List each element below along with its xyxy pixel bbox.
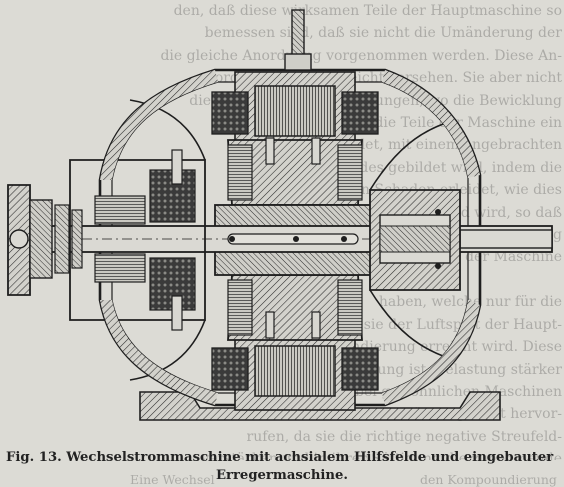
stator-winding-left-bottom	[211, 347, 249, 391]
background-text-line: rufen, da sie die richtige negative Stre…	[246, 428, 562, 445]
background-text-line: den, daß diese wirksamen Teile der Haupt…	[173, 3, 562, 19]
background-text-line: die gleiche Anordnung vorgenommen werden…	[160, 47, 562, 64]
caption-line-2: Erregermaschine.	[215, 468, 349, 483]
background-text-line: halb der Maschine	[429, 249, 562, 266]
background-text-line: verstärken und in ihrer Sättigung die zu…	[201, 451, 562, 460]
footer-text-left: Eine Wechsel	[130, 472, 215, 487]
lifting-eye	[291, 9, 305, 59]
footer-text-right: den Kompoundierung	[420, 472, 557, 487]
stator-winding-left-top	[211, 91, 249, 135]
stator-core-bottom	[254, 345, 336, 397]
background-text-line: den, wie sie der Luftspalt der Haupt-	[299, 316, 562, 333]
stator-winding-right-bottom	[341, 347, 379, 391]
stator-core-top	[254, 85, 336, 137]
machine-cross-section-drawing	[7, 9, 553, 421]
caption-line-1: Fig. 13. Wechselstrommaschine mit achsia…	[6, 450, 554, 465]
figure-caption: Fig. 13. Wechselstrommaschine mit achsia…	[6, 449, 558, 485]
stator-winding-right-top	[341, 91, 379, 135]
